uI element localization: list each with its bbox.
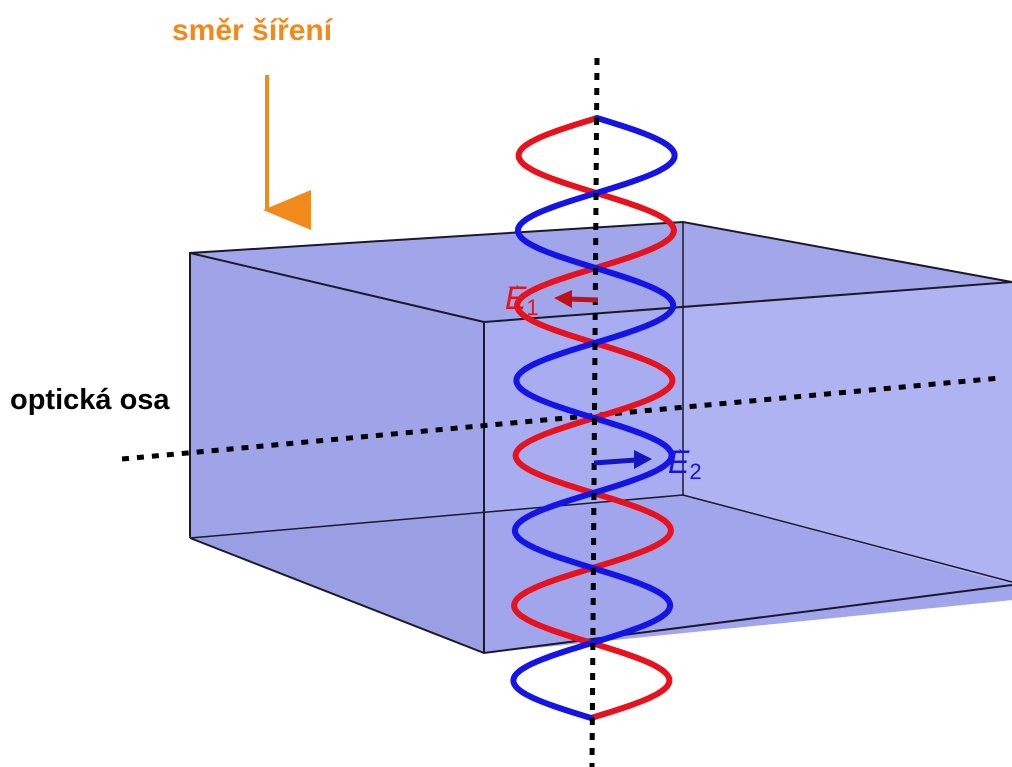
- crystal-edges: [189, 220, 1012, 655]
- e1-label: → E1: [505, 274, 539, 321]
- optic-axis-line: [121, 375, 1001, 462]
- e1-symbol: E: [505, 280, 527, 316]
- crystal-block: [189, 220, 1012, 655]
- propagation-axis-line: [589, 57, 600, 767]
- e1-arrow-icon: →: [505, 274, 523, 294]
- e1-vector-arrow: [554, 290, 599, 308]
- e2-vector-arrow: [593, 450, 652, 469]
- optic-axis-label: optická osa: [10, 384, 170, 416]
- e2-symbol: E: [668, 444, 690, 480]
- crystal-left-face: [190, 253, 484, 653]
- crystal-front-face: [484, 282, 1012, 653]
- e2-label: → E2: [668, 438, 702, 485]
- e1-subscript: 1: [526, 295, 539, 320]
- e2-arrow-icon: →: [668, 438, 686, 458]
- propagation-direction-label: směr šíření: [172, 14, 333, 47]
- e2-subscript: 2: [689, 459, 702, 484]
